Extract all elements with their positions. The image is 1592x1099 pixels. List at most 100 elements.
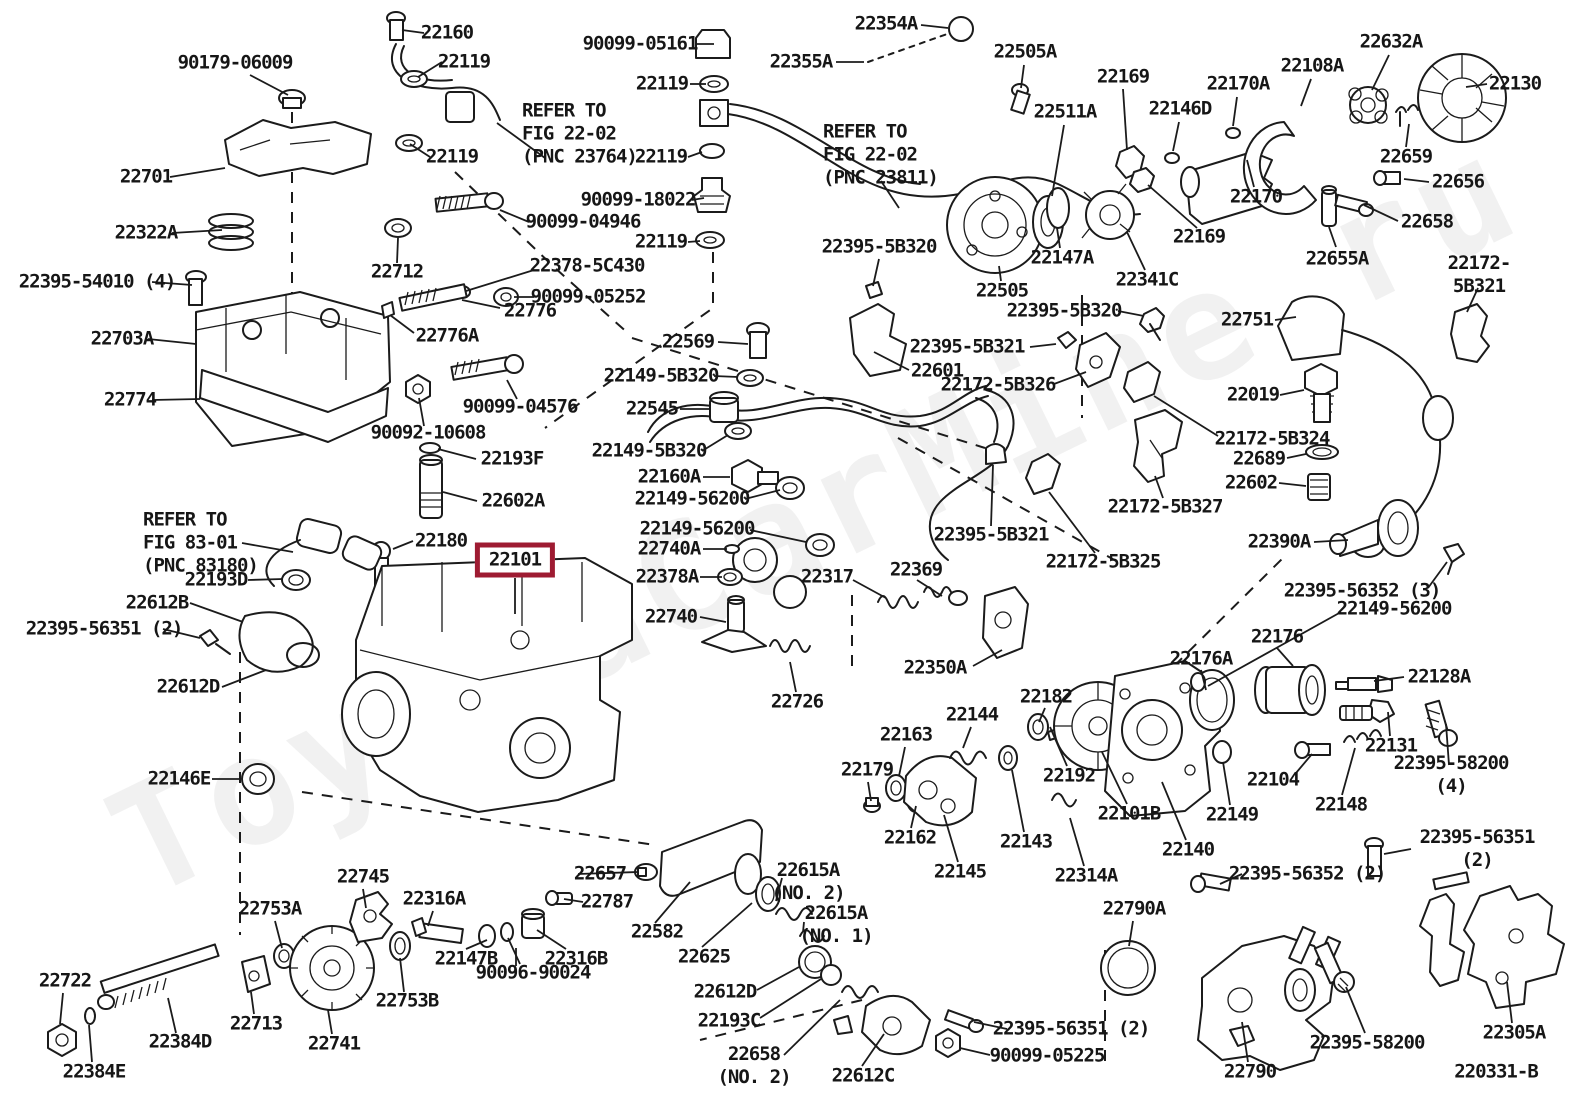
drive-gear-cluster [47,863,658,1057]
part-label: 22169 [1096,65,1150,88]
leader-line [1219,873,1243,885]
part-label: 22192 [1042,764,1096,787]
part-label: 22130 [1488,72,1542,95]
part-label: 22505 [975,279,1029,302]
leader-line [943,814,959,863]
part-label: REFER TO FIG 83-01 (PNC 83180) [143,508,259,577]
part-label: 22179 [840,758,894,781]
part-label: 22172-5B325 [1045,550,1162,573]
part-label: 22019 [1226,383,1280,406]
part-label: 22149-5B320 [603,364,720,387]
part-label: 22395-5B320 [821,235,938,258]
plunger-barrel-cluster [659,819,984,1058]
chain-and-ball [867,16,974,63]
part-label: 22395-56351 (2) [992,1017,1151,1040]
part-label: 22128A [1407,665,1472,688]
part-label: 22545 [625,397,679,420]
part-label: 22790A [1102,897,1167,920]
part-label: 22193F [480,447,545,470]
regulator-cluster [1100,837,1565,1071]
part-label: 22148 [1314,793,1368,816]
part-label: 22384D [148,1030,213,1053]
leader-line [1051,124,1065,197]
leader-line [1405,123,1410,148]
leader-line [465,939,488,950]
part-label: 22713 [229,1012,283,1035]
leader-line [687,151,703,158]
leader-line [1403,178,1430,183]
part-label: 22163 [879,723,933,746]
leader-line [1278,482,1307,487]
leader-line [1011,769,1025,833]
part-label: 22726 [770,690,824,713]
part-label: 22180 [414,529,468,552]
leader-line [409,143,431,158]
leader-line [418,397,425,427]
leader-line [171,229,223,234]
part-label: 90099-05225 [989,1044,1106,1067]
leader-line [1445,723,1450,766]
part-label: 90099-05252 [530,285,647,308]
leader-line [1300,78,1312,107]
dashed-guide-lines [239,112,1286,1062]
leader-line [1232,96,1238,127]
part-label: 22656 [1431,170,1485,193]
leader-line [973,1021,1008,1030]
part-label: 22751 [1220,308,1274,331]
screws-washers-left [371,192,524,599]
leader-line [465,269,535,292]
leader-line [1246,159,1255,188]
solenoid-and-harness [1277,295,1490,575]
part-label: 22787 [580,890,634,913]
leader-line [775,877,783,902]
part-label: 22612D [156,675,221,698]
leader-line [88,1024,93,1063]
part-label: 22193D [184,568,249,591]
part-label: 22172-5B326 [940,373,1057,396]
part-label: 22505A [993,40,1058,63]
part-label: 22119 [437,50,491,73]
part-label: 22395-5B321 [909,335,1026,358]
leader-line [744,489,781,500]
leader-line [442,491,478,502]
part-label: 22101B [1097,802,1162,825]
leader-line [916,579,943,597]
part-label: 22317 [800,565,854,588]
leader-line [717,341,749,345]
leader-line [1154,475,1164,499]
leader-line [1153,395,1219,437]
part-label: 22119 [635,72,689,95]
part-label: 22615A (NO. 1) [799,902,873,947]
part-label: 22160A [637,465,702,488]
leader-line [437,448,477,460]
part-label: 22147A [1030,246,1095,269]
part-label: 22625 [677,945,731,968]
leader-line [461,299,501,309]
leader-line [1200,669,1207,691]
part-label: 22774 [103,388,157,411]
leader-line [417,61,443,78]
leader-line [1466,287,1479,313]
sensor-connector-cluster [199,518,383,673]
leader-line [867,781,872,802]
part-label: 22655A [1305,247,1370,270]
leader-line [169,167,226,178]
part-label: 22119 [425,145,479,168]
pipe-clamp-brackets [849,281,1183,495]
part-label: 90099-04576 [462,395,579,418]
part-label: 22146E [147,767,212,790]
leader-line [701,434,729,452]
union-bolt-column [693,29,1141,249]
part-label: 22149 [1205,803,1259,826]
leader-line [1345,986,1366,1034]
leader-line [167,997,177,1034]
part-label: 22712 [370,260,424,283]
leader-line [1427,561,1448,589]
part-label: 22305A [1482,1021,1547,1044]
part-label: 22172-5B324 [1214,427,1331,450]
governor-cluster [863,660,1458,827]
part-label: 22146D [1148,97,1213,120]
leader-line [1207,611,1342,687]
part-label: 22395-56352 (3) [1283,579,1442,602]
part-label: 220331-B [1454,1060,1539,1083]
